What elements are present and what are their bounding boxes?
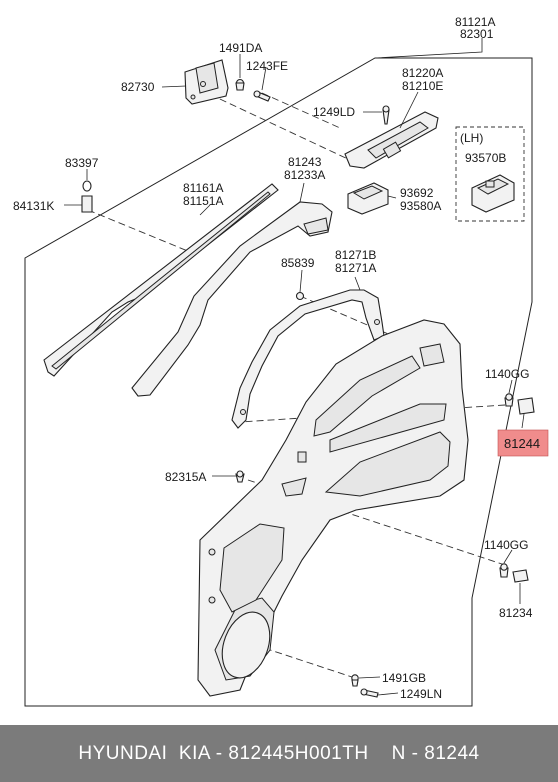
label-81121A: 81121A [455,15,495,29]
label-leaders [64,38,525,696]
pull-handle-frame [231,289,385,429]
label-84131K: 84131K [13,199,54,213]
label-83397: 83397 [65,156,99,170]
label-1249LN: 1249LN [400,687,442,701]
label-1249LD: 1249LD [313,105,355,119]
belt-weatherstrip [43,183,279,377]
cover-84131K [81,195,93,213]
label-1243FE: 1243FE [246,59,288,73]
power-window-switch-lh [471,174,515,213]
footer-spacer [369,743,392,765]
label-81151A: 81151A [183,194,223,208]
screw-1491GB [351,674,359,687]
label-1140GG-lower: 1140GG [484,538,528,552]
label-81271B: 81271B [335,248,376,262]
clip-82315A [235,470,245,483]
label-1140GG-upper: 1140GG [485,367,529,381]
label-82315A: 82315A [165,470,206,484]
label-81161A: 81161A [183,181,223,195]
footer-oem-number: N - 81244 [391,742,480,764]
label-82301: 82301 [460,27,494,41]
label-81244: 81244 [504,436,540,451]
label-93570B: 93570B [465,151,506,165]
label-81233A: 81233A [284,168,325,182]
cover-81234 [512,569,529,583]
screw-1249LN [360,688,379,698]
label-93580A: 93580A [400,199,441,213]
door-trim-panel [197,319,469,697]
screw-1491DA [235,78,245,91]
part-number-footer: HYUNDAI KIA - 812445H001TH N - 81244 [0,725,558,782]
inside-handle-housing [344,111,439,169]
label-81210E: 81210E [402,79,443,93]
label-85839: 85839 [281,256,315,270]
screw-1140GG-lower [499,563,509,578]
part-labels: 81121A 82301 1491DA 1243FE 82730 81220A … [13,15,540,701]
label-82730: 82730 [121,80,155,94]
screw-1140GG-upper [504,393,514,407]
label-1491DA: 1491DA [219,41,262,55]
door-trim-upper [131,201,333,397]
bracket-82730 [184,59,229,105]
clip-83397 [82,180,92,192]
footer-brand-part-number: HYUNDAI KIA - 812445H001TH [78,742,369,764]
label-81271A: 81271A [335,261,376,275]
label-81243: 81243 [288,155,322,169]
label-1491GB: 1491GB [382,671,426,685]
label-81234: 81234 [499,606,533,620]
cover-81244 [517,397,535,415]
label-lh: (LH) [460,131,483,145]
parts-diagram: 81121A 82301 1491DA 1243FE 82730 81220A … [13,15,549,707]
screw-85839 [295,291,305,301]
power-window-switch-rh [347,182,389,215]
bolt-1243FE [253,90,271,102]
label-93692: 93692 [400,186,434,200]
lh-switch-box [455,126,525,222]
highlight-81244 [497,429,549,457]
screw-1249LD [382,105,390,125]
label-81220A: 81220A [402,66,443,80]
